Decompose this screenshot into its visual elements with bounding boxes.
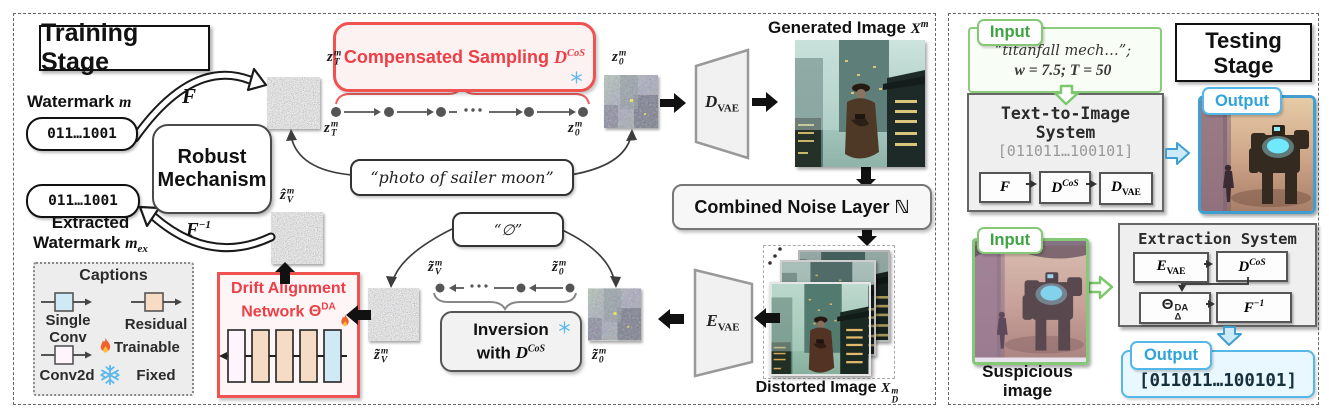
- f-transform-label: F: [182, 84, 197, 108]
- training-panel-border: [13, 13, 936, 405]
- extraction-finv-box: F−1: [1216, 292, 1292, 323]
- drift-alignment-box: Drift Alignment Network ΘDA: [217, 272, 360, 398]
- f-inverse-label: F−1: [186, 219, 211, 241]
- distorted-image-front: [769, 282, 871, 376]
- noise-layer-var: ℕ: [894, 196, 910, 218]
- output-label-bits: Output: [1130, 341, 1212, 370]
- ztilde0-latent-image: [588, 288, 641, 341]
- flame-icon: [341, 314, 349, 327]
- legend-single-conv: Single Conv: [45, 312, 91, 346]
- input-label-prompt: Input: [977, 19, 1043, 46]
- extracted-value-pill: 011…1001: [26, 184, 140, 218]
- testing-panel-border: [948, 13, 1319, 405]
- conv2d-icon: [41, 345, 92, 365]
- ztildeV-noise-image: [368, 288, 419, 341]
- flame-icon: [100, 337, 111, 353]
- suspicious-image-label: Suspicious image: [982, 362, 1073, 400]
- robust-mechanism-box: Robust Mechanism: [152, 124, 272, 214]
- distorted-image-stack: [763, 245, 895, 379]
- prompt-params: w = 7.5; T = 50: [1014, 62, 1112, 79]
- prompt-caption-box: “photo of sailer moon”: [350, 159, 574, 196]
- watermark-var: m: [118, 94, 132, 111]
- zhatV-noise-image: [271, 212, 323, 264]
- compensated-sampling-box: Compensated Sampling DCoS: [333, 22, 596, 92]
- prompt-text: “titanfall mech…”;: [994, 43, 1132, 59]
- legend-fixed: Fixed: [136, 367, 176, 384]
- extraction-dcos-box: DCoS: [1216, 251, 1288, 282]
- extraction-evae-box: EVAE: [1133, 252, 1209, 283]
- training-stage-title: Training Stage: [39, 19, 210, 76]
- evae-label: EVAE: [706, 311, 740, 334]
- snowflake-icon: [559, 321, 570, 334]
- extracted-watermark-label: Extracted Watermark mex: [33, 213, 148, 256]
- suspicious-image: [972, 238, 1089, 365]
- combined-noise-layer-box: Combined Noise Layer ℕ: [672, 184, 932, 230]
- t2i-dcos-box: DCoS: [1039, 171, 1091, 204]
- compensated-var: DCoS: [553, 46, 586, 67]
- legend-title: Captions: [79, 267, 148, 284]
- t2i-f-box: F: [979, 172, 1031, 203]
- output-label-image: Output: [1202, 87, 1282, 115]
- ztm-noise-image: [267, 77, 320, 129]
- watermark-value-pill: 011…1001: [26, 117, 138, 151]
- generated-image: [795, 40, 925, 167]
- t2i-dvae-box: DVAE: [1099, 172, 1153, 205]
- extracted-var: mex: [125, 235, 148, 256]
- watermark-label: Watermark m: [27, 92, 132, 111]
- inversion-var: DCoS: [515, 343, 546, 363]
- legend-box: Captions Single Conv Residual Tr: [33, 262, 194, 396]
- drift-alignment-title: Drift Alignment Network ΘDA: [231, 280, 346, 321]
- snowflake-icon: [100, 364, 120, 386]
- drift-var: ΘDA: [308, 302, 336, 321]
- inversion-box: Inversion with DCoS: [440, 311, 582, 372]
- legend-trainable: Trainable: [114, 339, 180, 356]
- snowflake-icon: [571, 71, 582, 84]
- extraction-title: Extraction System: [1138, 230, 1297, 248]
- generated-var: Xm: [910, 19, 929, 37]
- text-to-image-system-box: Text-to-Image System [011011…100101] F D…: [967, 93, 1164, 212]
- legend-conv2d: Conv2d: [39, 367, 95, 384]
- null-prompt-caption-box: “∅”: [452, 212, 564, 247]
- single-conv-icon: [41, 292, 92, 312]
- dvae-label: DVAE: [704, 92, 740, 115]
- output-bits-value: [011011…100101]: [1138, 371, 1298, 391]
- testing-stage-title: Testing Stage: [1175, 23, 1312, 82]
- t2i-title: Text-to-Image System: [1000, 104, 1131, 142]
- residual-icon: [131, 292, 182, 312]
- input-label-suspicious: Input: [977, 227, 1043, 254]
- legend-residual: Residual: [124, 316, 188, 333]
- generated-image-title: Generated Image Xm: [768, 18, 929, 37]
- t2i-bits: [011011…100101]: [997, 142, 1134, 160]
- z0m-latent-image: [604, 75, 658, 128]
